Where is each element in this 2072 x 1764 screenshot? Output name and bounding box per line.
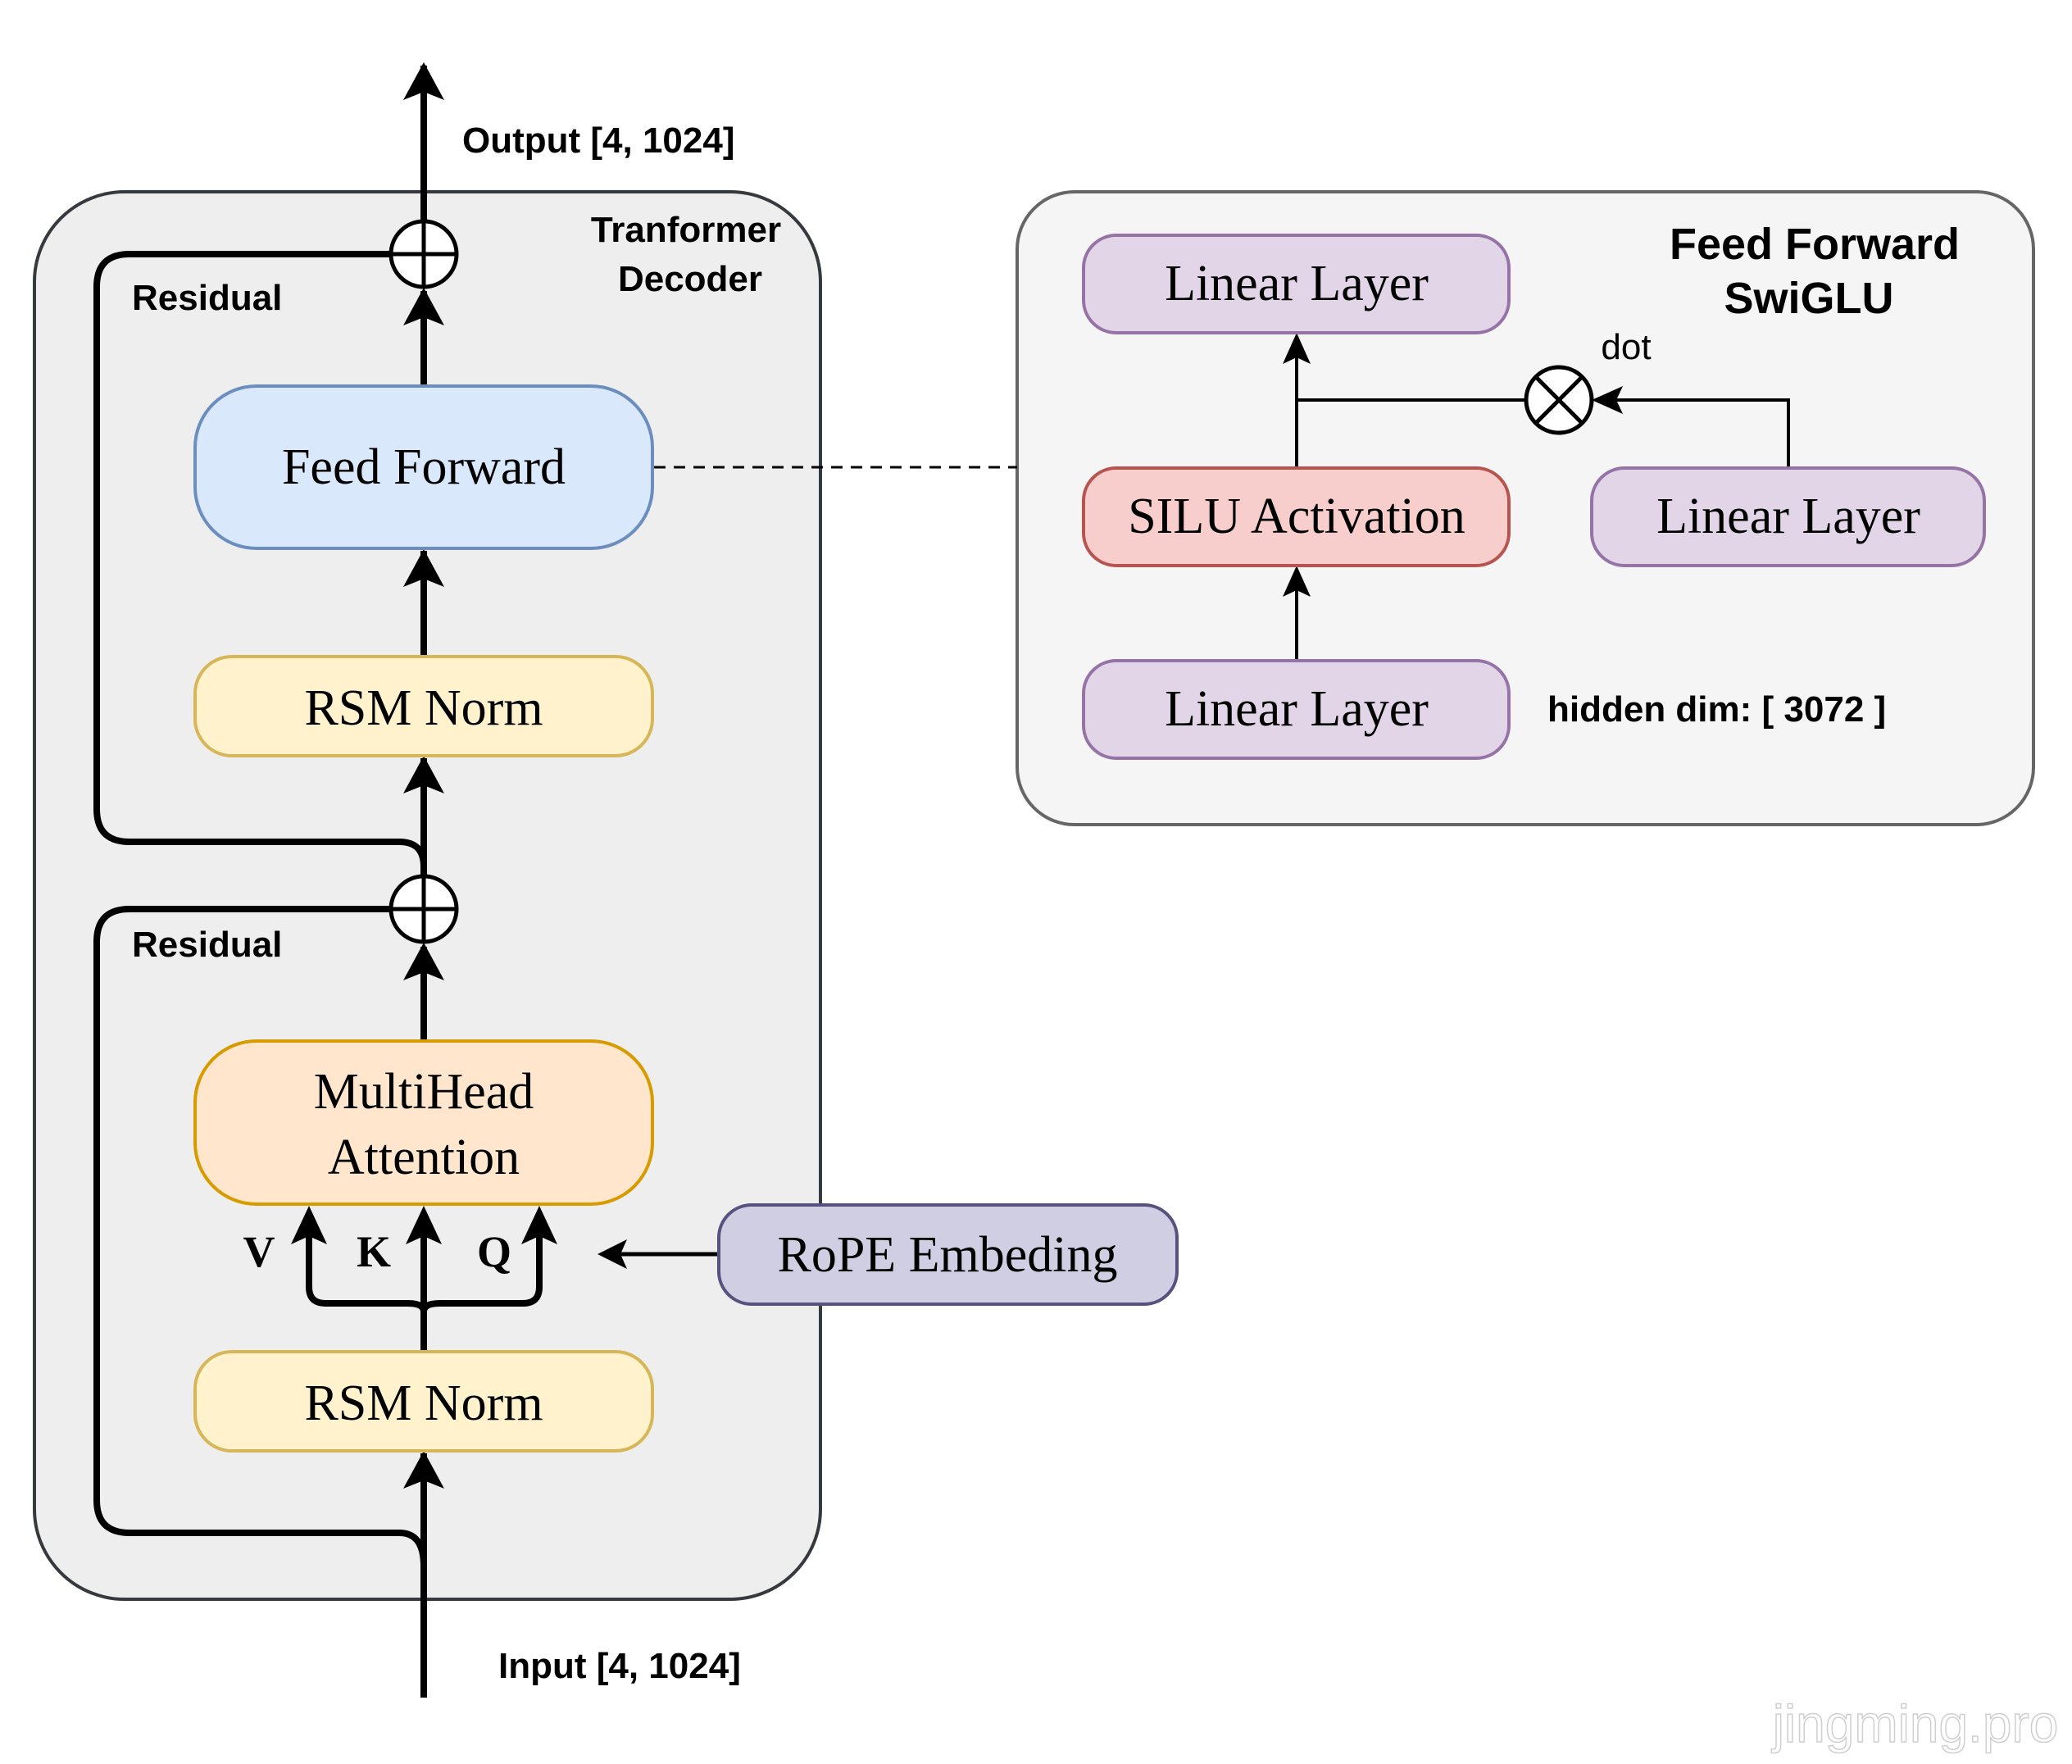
adder-to-norm-arrowhead [403,756,444,793]
attention-block[interactable] [193,1039,654,1206]
rsm-norm-top-label: RSM Norm [304,680,543,736]
rsm-norm-top-block[interactable] [193,655,654,757]
k-arrowhead [406,1206,442,1244]
silu-to-linear-top-arrowhead [1283,333,1311,364]
norm-to-ff-arrowhead [403,549,444,587]
feed-forward-label: Feed Forward [282,439,566,495]
watermark: jingming.pro [1771,1694,2059,1753]
rsm-norm-bottom-label: RSM Norm [304,1375,543,1431]
feed-forward-block[interactable] [193,384,654,550]
decoder-title-line1: Tranformer [591,210,781,250]
adder-bottom [388,874,459,944]
attention-label-line1: MultiHead [314,1064,534,1120]
rope-label: RoPE Embeding [777,1227,1117,1283]
linear-bottom-to-silu-arrowhead [1283,566,1311,597]
adder-top [388,219,459,289]
hidden-dim-label: hidden dim: [ 3072 ] [1547,689,1886,730]
residual-path-bottom [93,906,427,1599]
linear-layer-top-label: Linear Layer [1165,256,1429,311]
linear-layer-bottom[interactable] [1082,659,1511,760]
silu-activation-label: SILU Activation [1128,489,1465,544]
input-arrowhead [403,1451,444,1489]
v-arrowhead [291,1206,327,1244]
linear-layer-right[interactable] [1590,466,1986,567]
q-arrowhead [521,1206,557,1244]
q-label: Q [477,1227,511,1276]
swiglu-title-line1: Feed Forward [1670,220,1960,269]
linear-layer-top[interactable] [1082,234,1511,334]
attention-label-line2: Attention [328,1130,520,1185]
residual-bottom-label: Residual [132,925,282,965]
silu-activation-block[interactable] [1082,466,1511,567]
linear-right-to-multiply-arrowhead [1592,386,1623,414]
rsm-norm-bottom-block[interactable] [193,1350,654,1453]
rope-block[interactable] [717,1203,1179,1306]
swiglu-title-line2: SwiGLU [1724,274,1893,323]
k-label: K [357,1227,391,1276]
attention-to-adder-arrowhead [403,943,444,980]
input-label: Input [4, 1024] [498,1646,741,1686]
ff-to-adder-arrowhead [403,288,444,325]
output-arrowhead [403,62,444,100]
output-label: Output [4, 1024] [462,120,735,161]
rope-arrowhead [598,1239,627,1269]
linear-layer-right-label: Linear Layer [1656,489,1920,544]
linear-right-to-multiply [1600,398,1790,468]
decoder-title-line2: Decoder [618,259,762,299]
dot-label: dot [1601,327,1651,367]
residual-path-top [93,251,427,876]
v-label: V [243,1227,275,1276]
residual-top-label: Residual [132,278,282,318]
linear-layer-bottom-label: Linear Layer [1165,681,1429,737]
multiply-node [1524,365,1594,435]
